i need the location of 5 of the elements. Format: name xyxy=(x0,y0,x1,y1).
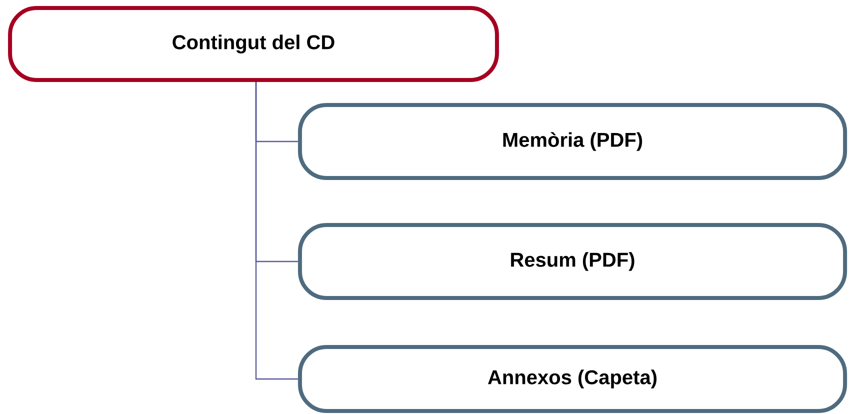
connector-line xyxy=(255,82,298,380)
item-box: Resum (PDF) xyxy=(298,222,848,300)
title-box: Contingut del CD xyxy=(8,6,499,82)
item-box: Annexos (Capeta) xyxy=(298,345,848,413)
item-box: Memòria (PDF) xyxy=(298,102,848,180)
